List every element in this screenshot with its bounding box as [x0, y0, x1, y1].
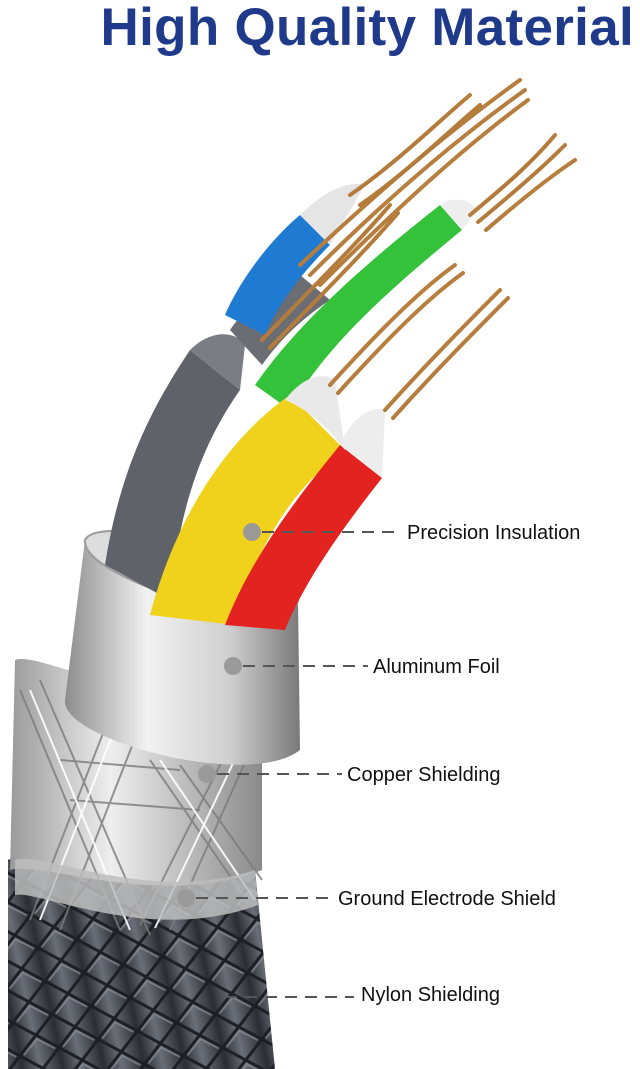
callout-precision-insulation-pointer: [243, 523, 400, 541]
colored-wire-insulation: [105, 184, 478, 630]
callout-label-aluminum-foil: Aluminum Foil: [373, 656, 500, 678]
callout-label-ground-electrode-shield: Ground Electrode Shield: [338, 888, 556, 910]
callout-ground-electrode-shield-pointer: [177, 889, 330, 907]
callout-aluminum-foil-pointer: [224, 657, 368, 675]
callout-label-nylon-shielding: Nylon Shielding: [361, 984, 500, 1006]
copper-strands: [260, 78, 577, 420]
ground-shield-layer: [15, 858, 258, 920]
callout-label-precision-insulation: Precision Insulation: [407, 522, 581, 544]
callout-label-copper-shielding: Copper Shielding: [347, 764, 501, 786]
headline-title: High Quality Material: [100, 0, 634, 57]
callout-copper-shielding-pointer: [198, 765, 342, 783]
